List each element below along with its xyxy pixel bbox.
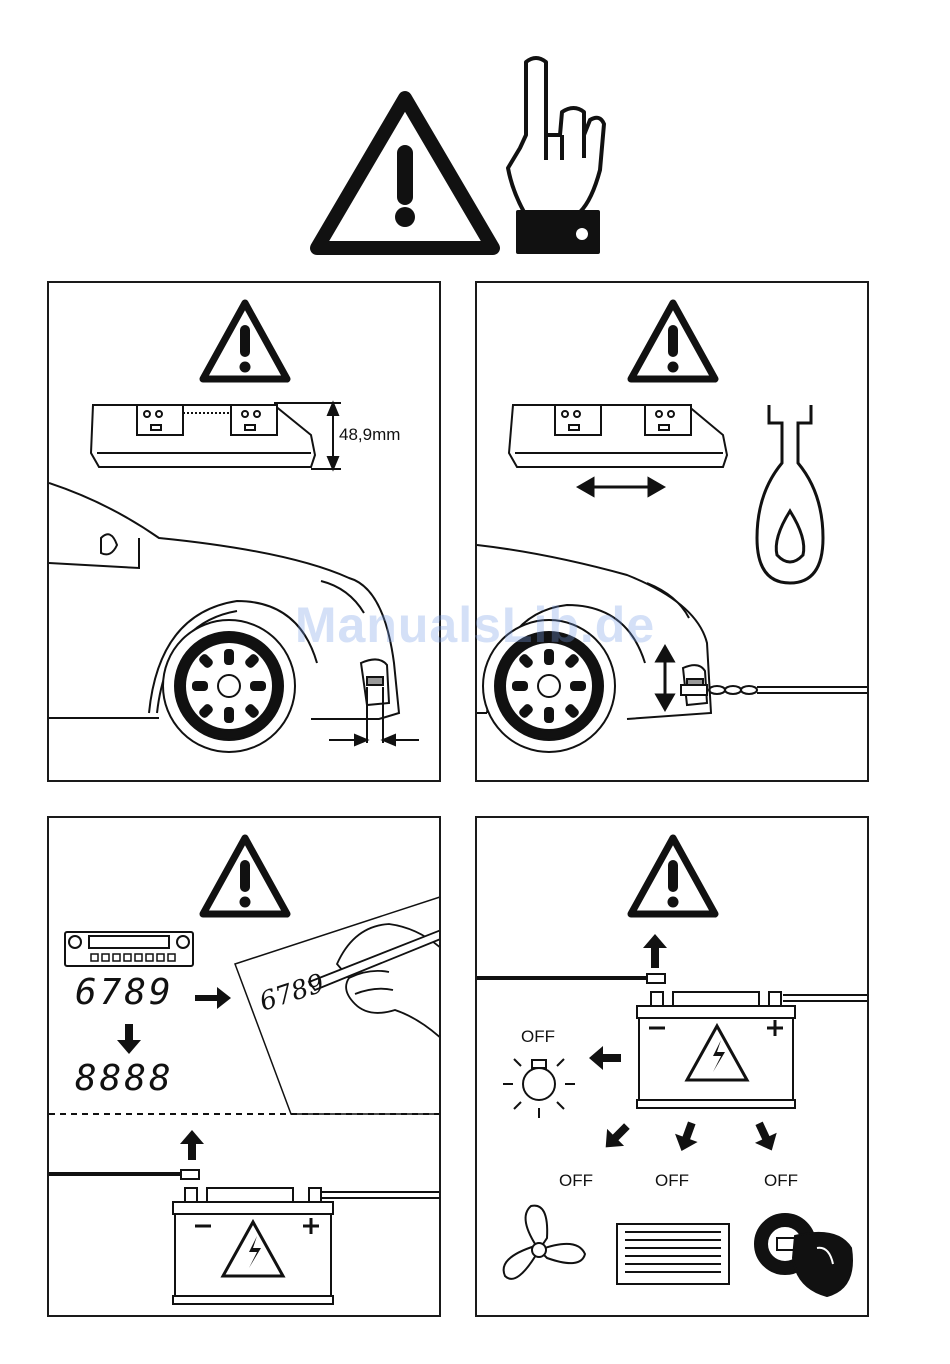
arrow-up-icon [180,1130,204,1160]
horizontal-double-arrow-icon [579,479,663,495]
panel-1-illustration [49,283,441,782]
off-label-light: OFF [521,1027,555,1047]
arrow-down-icon [117,1024,141,1054]
width-dimension-arrows [329,735,419,745]
ignition-key-icon [755,1214,852,1296]
heater-radiator-icon [617,1224,729,1284]
car-battery-icon [173,1188,333,1304]
car-front-drawing [477,545,711,752]
warning-triangle-icon [203,838,287,914]
panel-radio-code: 6789 8888 6789 [47,816,441,1317]
panel-battery-disconnect: OFF OFF OFF OFF [475,816,869,1317]
vertical-double-arrow-icon [657,647,673,709]
warning-triangle-icon [631,838,715,914]
panel-4-illustration [477,818,869,1317]
car-battery-icon [637,992,795,1108]
panel-mounting-height: 48,9mm [47,281,441,782]
warning-triangle-icon [203,303,287,379]
off-label-ignition: OFF [764,1171,798,1191]
headlamp-unit [509,405,727,467]
pointing-hand-icon [508,58,604,252]
warning-triangle-icon [317,98,493,248]
fan-icon [504,1206,585,1279]
car-front-drawing [49,483,399,752]
tow-eye-icon [757,405,823,583]
dimension-label: 48,9mm [339,425,400,445]
off-label-heater: OFF [655,1171,689,1191]
radio-display-code: 6789 [75,972,174,1013]
panel-2-illustration [477,283,869,782]
car-radio-icon [65,932,193,966]
arrow-right-icon [195,987,231,1009]
arrow-left-icon [589,1046,621,1070]
radio-display-reset: 8888 [75,1058,174,1099]
off-label-fan: OFF [559,1171,593,1191]
headlamp-unit [91,405,315,467]
arrow-down-left-icon [597,1118,635,1156]
header-graphic [0,0,950,270]
warning-triangle-icon [631,303,715,379]
arrow-down-icon [670,1119,703,1155]
light-bulb-icon [503,1059,575,1118]
panel-adjustment-and-towing [475,281,869,782]
arrow-up-icon [643,934,667,968]
arrow-down-right-icon [748,1118,782,1155]
